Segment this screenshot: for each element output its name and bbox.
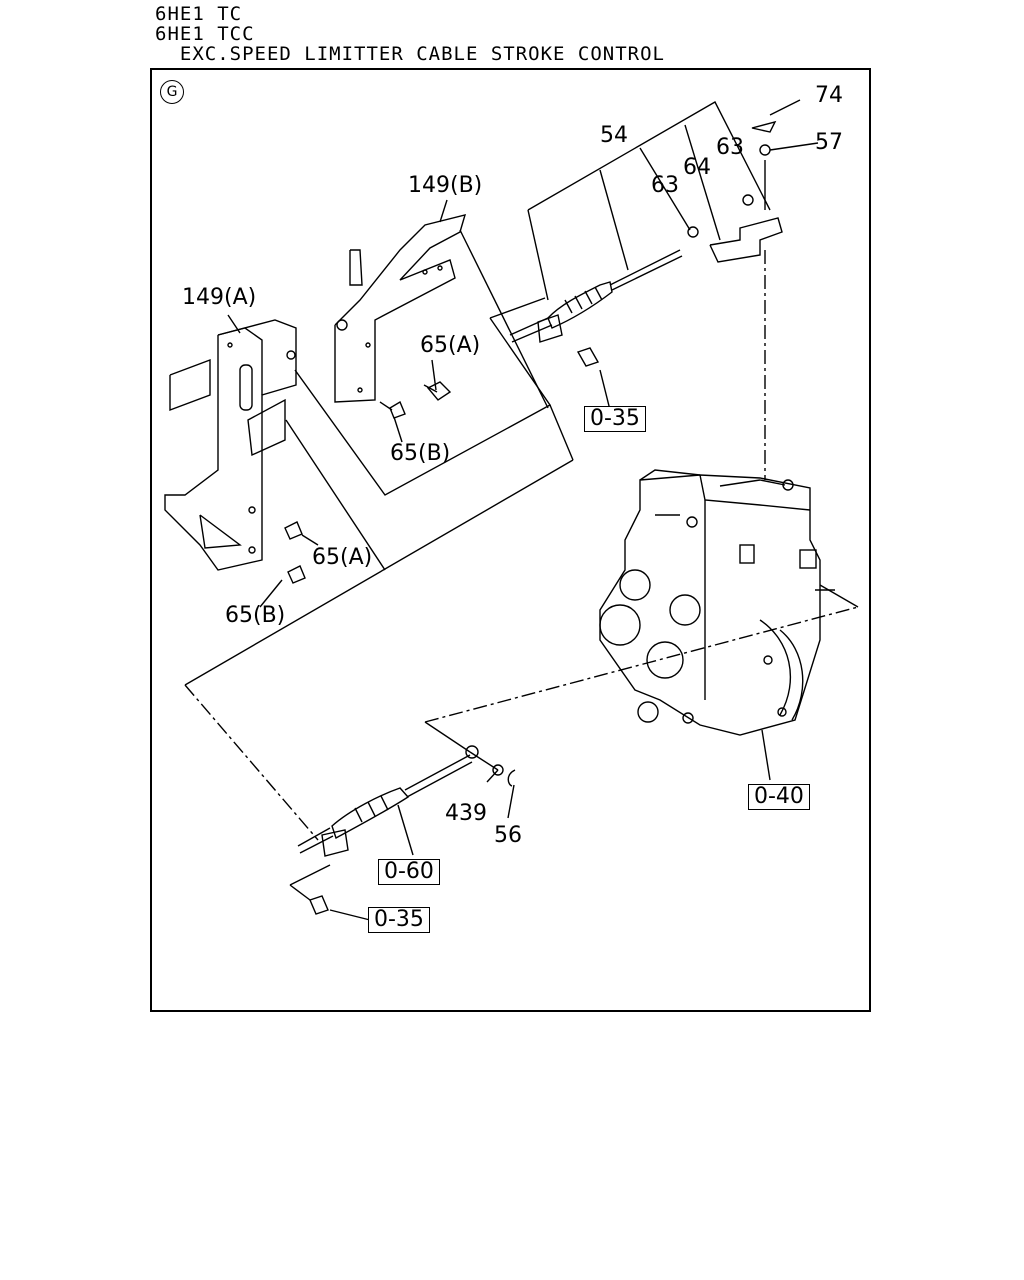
upper-cable xyxy=(509,226,699,343)
ref-box-0-60: 0-60 xyxy=(378,859,440,885)
callout-56: 56 xyxy=(494,823,522,848)
callout-74: 74 xyxy=(815,83,843,108)
model-line-2: 6HE1 TCC xyxy=(155,23,255,45)
callout-65a-lower: 65(A) xyxy=(312,545,373,570)
model-line-1: 6HE1 TC xyxy=(155,3,243,25)
diagram-header: 6HE1 TC 6HE1 TCC EXC.SPEED LIMITTER CABL… xyxy=(155,4,665,64)
callout-65b-lower: 65(B) xyxy=(225,603,286,628)
leader-lines xyxy=(184,99,859,921)
callout-149a: 149(A) xyxy=(182,285,257,310)
view-marker: G xyxy=(160,80,184,104)
ref-box-0-35-lower: 0-35 xyxy=(368,907,430,933)
callout-149b: 149(B) xyxy=(408,173,483,198)
lower-cable xyxy=(297,745,516,857)
bracket-64 xyxy=(709,120,783,263)
callout-65a-upper: 65(A) xyxy=(420,333,481,358)
callout-63-upper: 63 xyxy=(716,135,744,160)
bolts xyxy=(284,347,600,915)
callout-63-lower: 63 xyxy=(651,173,679,198)
ref-box-0-35-upper: 0-35 xyxy=(584,406,646,432)
bracket-149b xyxy=(334,214,467,403)
callout-57: 57 xyxy=(815,130,843,155)
bracket-149a xyxy=(164,319,297,571)
ref-box-0-40: 0-40 xyxy=(748,784,810,810)
callout-64: 64 xyxy=(683,155,711,180)
diagram-frame xyxy=(150,68,871,1012)
diagram-title: EXC.SPEED LIMITTER CABLE STROKE CONTROL xyxy=(155,43,665,65)
injection-pump xyxy=(599,469,835,736)
callout-65b-upper: 65(B) xyxy=(390,441,451,466)
callout-54: 54 xyxy=(600,123,628,148)
callout-439: 439 xyxy=(445,801,487,826)
